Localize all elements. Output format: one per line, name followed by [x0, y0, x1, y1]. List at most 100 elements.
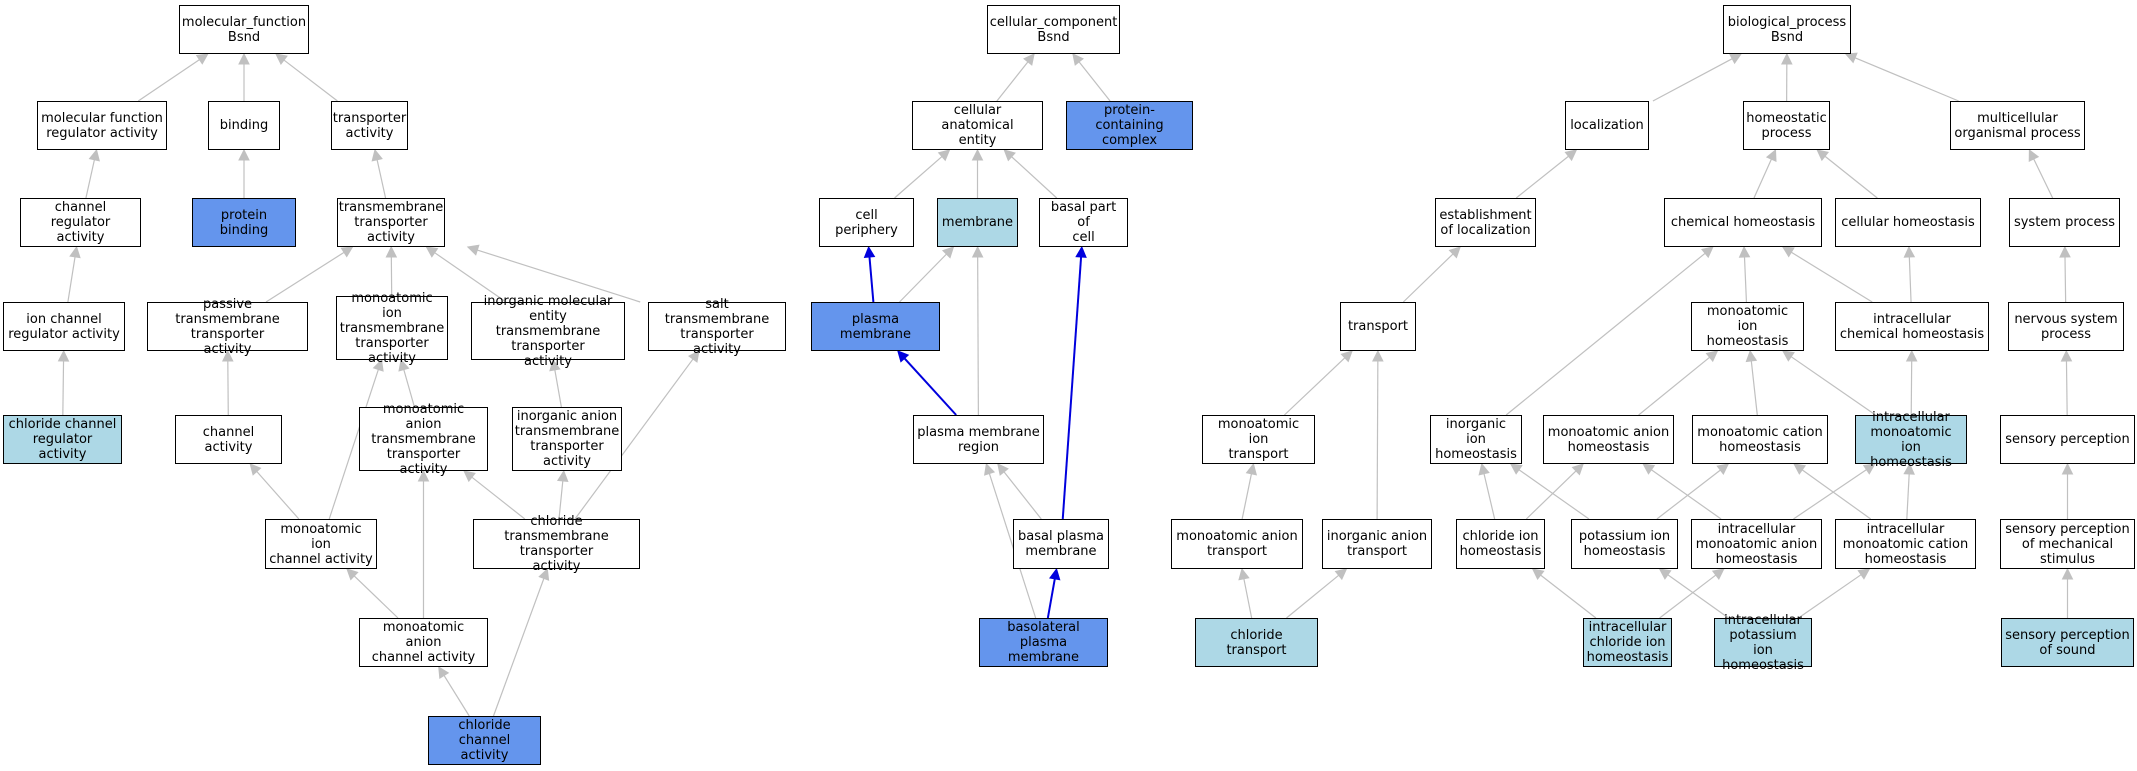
edge-line — [1798, 574, 1862, 619]
edge-salt_tm-to-tm_transporter — [466, 244, 641, 303]
node-establishment-of-localization[interactable]: establishment of localization — [1435, 198, 1536, 247]
node-monoatomic-anion-channel-activity[interactable]: monoatomic anion channel activity — [359, 618, 488, 667]
node-potassium-ion-homeostasis[interactable]: potassium ion homeostasis — [1571, 519, 1678, 569]
node-monoatomic-ion-transport[interactable]: monoatomic ion transport — [1202, 415, 1315, 464]
node-chloride-channel-activity[interactable]: chloride channel activity — [428, 716, 541, 765]
node-cellular-component-root[interactable]: cellular_component Bsnd — [987, 5, 1120, 54]
node-basal-plasma-membrane[interactable]: basal plasma membrane — [1013, 519, 1109, 569]
node-channel-activity[interactable]: channel activity — [175, 415, 282, 464]
node-molecular-function-root[interactable]: molecular_function Bsnd — [179, 5, 309, 54]
node-inorganic-ion-homeostasis[interactable]: inorganic ion homeostasis — [1430, 415, 1522, 464]
node-passive-transmembrane-transporter-activity[interactable]: passive transmembrane transporter activi… — [147, 297, 308, 357]
edge-arrowhead — [1857, 568, 1871, 580]
edge-arrowhead — [438, 666, 450, 679]
edge-line — [1908, 256, 1912, 303]
edge-line — [2064, 256, 2067, 303]
edge-arrowhead — [1340, 350, 1353, 363]
edge-line — [265, 251, 345, 303]
node-chemical-homeostasis[interactable]: chemical homeostasis — [1664, 198, 1822, 247]
edge-cl_chan-to-cl_tm — [492, 567, 550, 717]
edge-cl_chan_reg-to-ion_chan_reg — [57, 349, 70, 416]
node-chloride-transmembrane-transporter-activity[interactable]: chloride transmembrane transporter activ… — [473, 514, 640, 574]
node-inorganic-anion-transmembrane-transporter-activity[interactable]: inorganic anion transmembrane transporte… — [512, 407, 622, 471]
node-transport[interactable]: transport — [1340, 302, 1416, 351]
edge-basolat_pm-to-basal_pm — [1046, 567, 1061, 619]
node-cell-periphery[interactable]: cell periphery — [819, 198, 914, 247]
edge-line — [137, 59, 200, 102]
node-plasma-membrane-region[interactable]: plasma membrane region — [913, 415, 1044, 464]
node-intracellular-monoatomic-cation-homeostasis[interactable]: intracellular monoatomic cation homeosta… — [1835, 519, 1976, 569]
node-sensory-perception-of-sound[interactable]: sensory perception of sound — [2001, 618, 2134, 667]
node-protein-containing-complex[interactable]: protein-containing complex — [1066, 101, 1193, 150]
edge-line — [996, 61, 1029, 102]
node-monoatomic-ion-homeostasis[interactable]: monoatomic ion homeostasis — [1691, 302, 1804, 351]
node-protein-binding[interactable]: protein binding — [192, 198, 296, 247]
node-salt-transmembrane-transporter-activity[interactable]: salt transmembrane transporter activity — [648, 297, 786, 357]
edge-arrowhead — [238, 148, 250, 161]
edge-line — [1750, 360, 1758, 416]
edge-mono_ion_homeo-to-chem_homeo — [1738, 245, 1751, 303]
node-multicellular-organismal-process[interactable]: multicellular organismal process — [1950, 101, 2085, 150]
edge-arrowhead — [1478, 462, 1490, 476]
node-homeostatic-process[interactable]: homeostatic process — [1743, 101, 1830, 150]
edge-intra_mono_cation_homeo-to-intra_mono_ion_homeo — [1903, 462, 1915, 520]
node-chloride-channel-regulator-activity[interactable]: chloride channel regulator activity — [3, 415, 122, 464]
node-localization[interactable]: localization — [1565, 101, 1649, 150]
edge-mono_ion_chan-to-chan_act — [249, 463, 300, 520]
node-channel-regulator-activity[interactable]: channel regulator activity — [20, 198, 141, 247]
node-basal-part-of-cell[interactable]: basal part of cell — [1039, 198, 1128, 247]
edge-arrowhead — [2059, 245, 2071, 258]
node-monoatomic-anion-transport[interactable]: monoatomic anion transport — [1171, 519, 1303, 569]
node-monoatomic-ion-channel-activity[interactable]: monoatomic ion channel activity — [265, 519, 377, 569]
node-monoatomic-anion-homeostasis[interactable]: monoatomic anion homeostasis — [1543, 415, 1674, 464]
node-sensory-perception[interactable]: sensory perception — [2000, 415, 2135, 464]
node-inorganic-molecular-entity-transmembrane-transporter-activity[interactable]: inorganic molecular entity transmembrane… — [471, 294, 625, 369]
node-membrane[interactable]: membrane — [937, 198, 1018, 247]
node-plasma-membrane[interactable]: plasma membrane — [811, 302, 940, 351]
node-transmembrane-transporter-activity[interactable]: transmembrane transporter activity — [337, 198, 445, 247]
node-cellular-homeostasis[interactable]: cellular homeostasis — [1835, 198, 1981, 247]
edge-line — [376, 159, 387, 199]
node-chloride-ion-homeostasis[interactable]: chloride ion homeostasis — [1456, 519, 1545, 569]
edge-arrowhead — [1072, 53, 1084, 66]
edge-estab_loc-to-localization — [1515, 149, 1578, 199]
edge-inorg_anion_transport-to-transport — [1372, 349, 1384, 520]
edge-arrowhead — [1844, 52, 1858, 64]
node-intracellular-potassium-ion-homeostasis[interactable]: intracellular potassium ion homeostasis — [1714, 613, 1812, 673]
node-intracellular-monoatomic-ion-homeostasis[interactable]: intracellular monoatomic ion homeostasis — [1855, 410, 1967, 470]
node-system-process[interactable]: system process — [2009, 198, 2120, 247]
edge-line — [62, 360, 65, 416]
node-molecular-function-regulator-activity[interactable]: molecular function regulator activity — [37, 101, 167, 150]
edge-arrowhead — [2061, 462, 2074, 475]
node-chloride-transport[interactable]: chloride transport — [1195, 618, 1318, 667]
node-monoatomic-cation-homeostasis[interactable]: monoatomic cation homeostasis — [1692, 415, 1828, 464]
edge-inorg_mol_tm-to-tm_transporter — [425, 246, 507, 303]
node-intracellular-monoatomic-anion-homeostasis[interactable]: intracellular monoatomic anion homeostas… — [1691, 519, 1822, 569]
edge-line — [1525, 470, 1577, 520]
node-inorganic-anion-transport[interactable]: inorganic anion transport — [1322, 519, 1432, 569]
node-intracellular-chloride-ion-homeostasis[interactable]: intracellular chloride ion homeostasis — [1583, 618, 1672, 667]
edge-arrowhead — [1023, 53, 1035, 66]
edge-intra_mono_anion_homeo-to-intra_mono_ion_homeo — [1793, 463, 1876, 520]
node-transporter-activity[interactable]: transporter activity — [331, 101, 408, 150]
edge-line — [1791, 251, 1873, 303]
node-intracellular-chemical-homeostasis[interactable]: intracellular chemical homeostasis — [1835, 302, 1989, 351]
edge-line — [492, 578, 545, 717]
edge-line — [256, 471, 300, 520]
node-nervous-system-process[interactable]: nervous system process — [2008, 302, 2124, 351]
node-binding[interactable]: binding — [208, 101, 280, 150]
node-monoatomic-ion-transmembrane-transporter-activity[interactable]: monoatomic ion transmembrane transporter… — [336, 291, 448, 366]
node-sensory-perception-of-mechanical-stimulus[interactable]: sensory perception of mechanical stimulu… — [2000, 519, 2135, 569]
edge-line — [1283, 357, 1346, 416]
node-ion-channel-regulator-activity[interactable]: ion channel regulator activity — [3, 302, 125, 351]
edge-arrowhead — [984, 462, 996, 476]
edge-line — [574, 358, 694, 520]
node-cellular-anatomical-entity[interactable]: cellular anatomical entity — [912, 101, 1043, 150]
node-biological-process-root[interactable]: biological_process Bsnd — [1723, 5, 1851, 54]
node-basolateral-plasma-membrane[interactable]: basolateral plasma membrane — [979, 618, 1108, 667]
edge-line — [1659, 574, 1717, 619]
edge-line — [403, 369, 415, 408]
edge-line — [1824, 155, 1878, 199]
edge-inorg_ion_homeo-to-chem_homeo — [1505, 246, 1714, 416]
node-monoatomic-anion-transmembrane-transporter-activity[interactable]: monoatomic anion transmembrane transport… — [359, 402, 488, 477]
